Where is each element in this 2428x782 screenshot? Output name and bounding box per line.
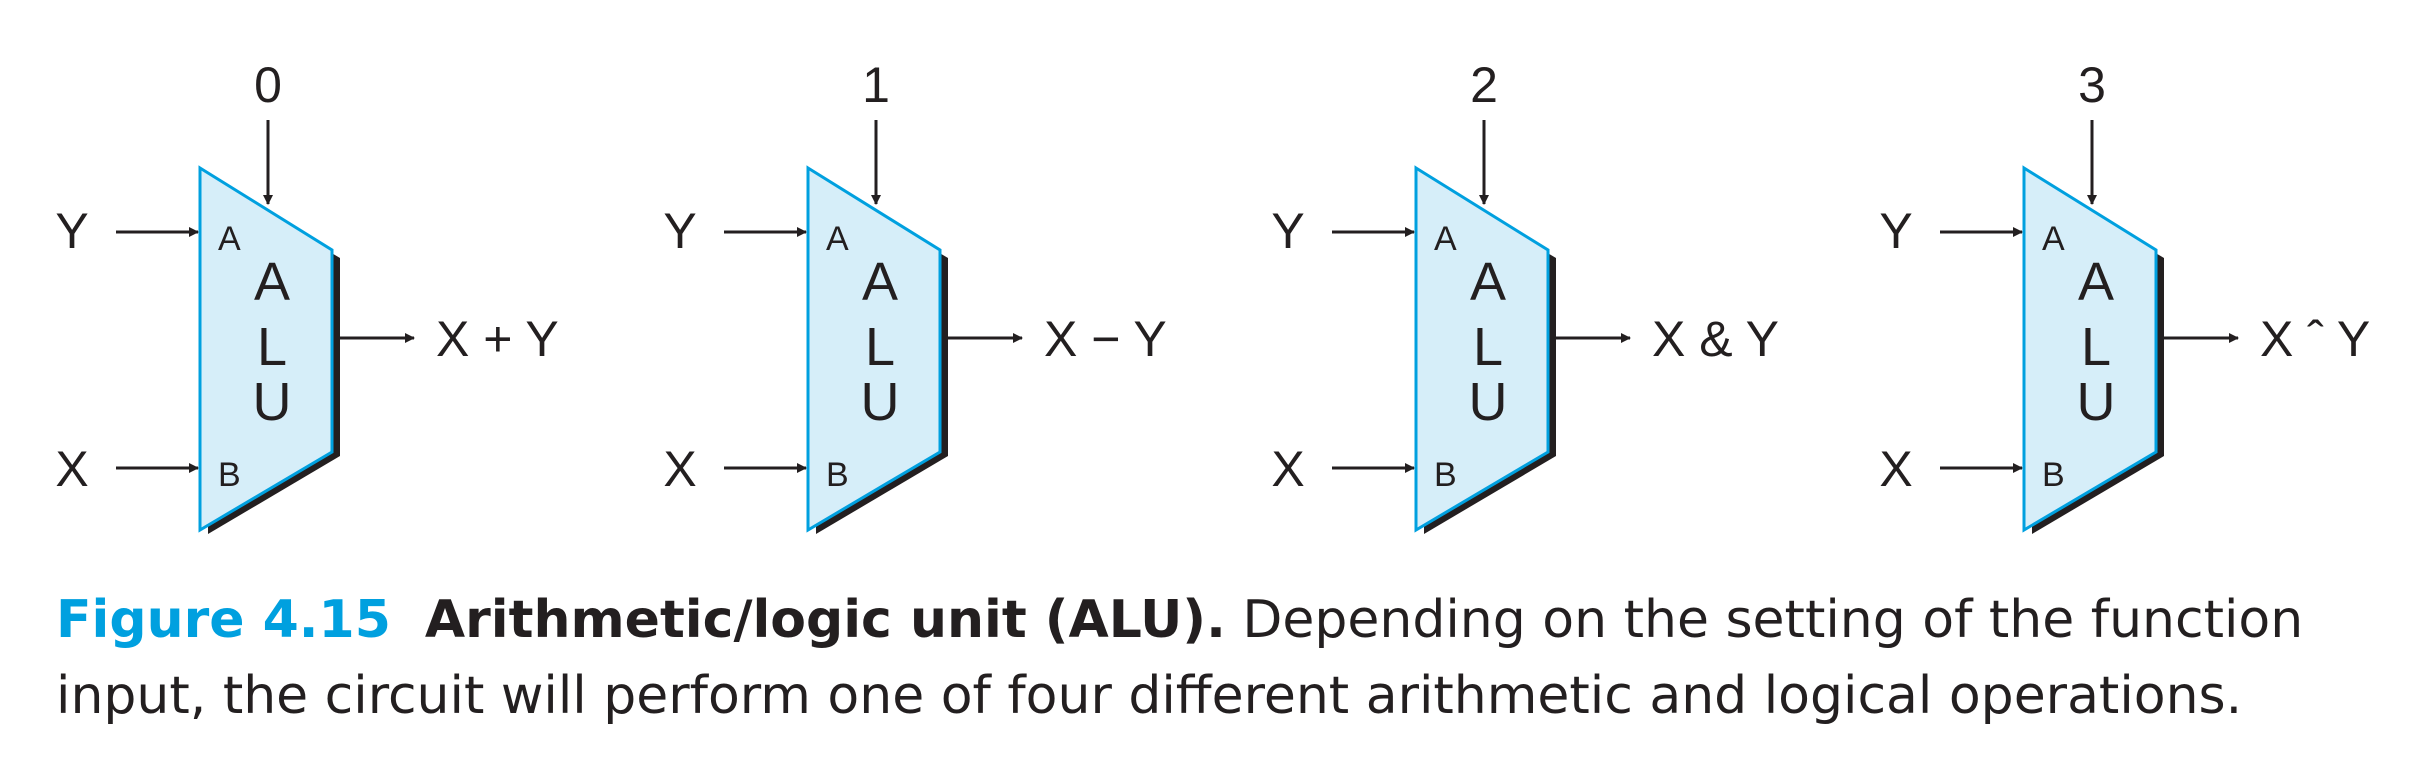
alu-letter: U [2077,372,2116,432]
figure-label: Figure 4.15 [56,590,391,650]
pin-b-label: B [2042,456,2065,494]
alu-letter: L [1473,317,1503,377]
alu-letter: L [2081,317,2111,377]
pin-b-label: B [826,456,849,494]
output-operation: X − Y [1044,311,1167,367]
alu-body [198,165,334,533]
input-a-signal: Y [663,203,696,259]
alu-letter: L [257,317,287,377]
output-operation: X + Y [436,311,559,367]
pin-b-label: B [218,456,241,494]
alu-letter: U [253,372,292,432]
alu-letter: L [865,317,895,377]
input-a-signal: Y [1271,203,1304,259]
function-code: 3 [2078,57,2106,113]
function-code: 2 [1470,57,1498,113]
alu-letter: A [1470,252,1506,312]
pin-a-label: A [218,220,241,258]
input-b-signal: X [1879,441,1912,497]
input-a-signal: Y [1879,203,1912,259]
alu-body [806,165,942,533]
alu-letter: U [861,372,900,432]
alu-body [1414,165,1550,533]
alu-letter: U [1469,372,1508,432]
pin-a-label: A [826,220,849,258]
input-b-signal: X [55,441,88,497]
input-b-signal: X [1271,441,1304,497]
output-operation: X ˆ Y [2260,311,2370,367]
alu-letter: A [254,252,290,312]
alu-letter: A [2078,252,2114,312]
function-code: 1 [862,57,890,113]
pin-a-label: A [1434,220,1457,258]
input-b-signal: X [663,441,696,497]
pin-a-label: A [2042,220,2065,258]
alu-body [2022,165,2158,533]
pin-b-label: B [1434,456,1457,494]
figure-description: Depending on the setting of the function… [56,590,2304,726]
figure-title: Arithmetic/logic unit (ALU). [424,590,1226,650]
alu-letter: A [862,252,898,312]
function-code: 0 [254,57,282,113]
output-operation: X & Y [1652,311,1779,367]
input-a-signal: Y [55,203,88,259]
